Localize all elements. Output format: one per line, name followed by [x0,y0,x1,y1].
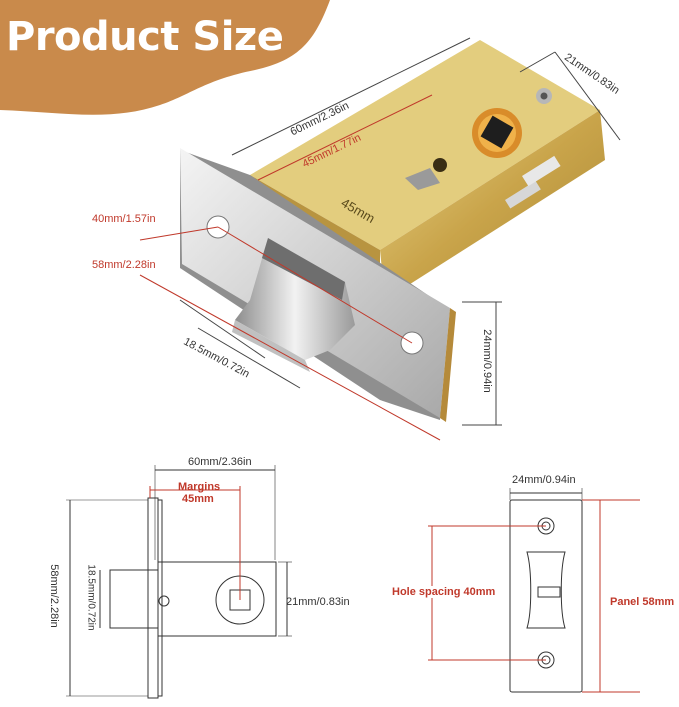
dim-faceplate-length: 58mm/2.28in [92,259,156,271]
side-case: 21mm/0.83in [286,596,350,608]
side-view-drawing [66,465,292,699]
dim-hole-spacing: 40mm/1.57in [92,213,156,225]
banner-shape [0,0,330,115]
front-width: 24mm/0.94in [512,474,576,486]
side-height: 58mm/2.28in [47,564,60,628]
side-latch: 18.5mm/0.72in [85,564,97,631]
dim-faceplate-width: 24mm/0.94in [480,329,493,393]
front-panel: Panel 58mm [610,596,675,608]
front-view-drawing [509,488,610,693]
side-view-margin-lines [149,486,241,600]
banner-title: Product Size [6,14,284,60]
side-margins-label: Margins [178,481,221,493]
side-overall: 60mm/2.36in [188,456,252,468]
photo-dimension-lines [139,37,621,441]
latch-photo [180,40,605,422]
side-margins-value: 45mm [182,493,214,505]
front-hole-spacing: Hole spacing 40mm [392,586,496,598]
